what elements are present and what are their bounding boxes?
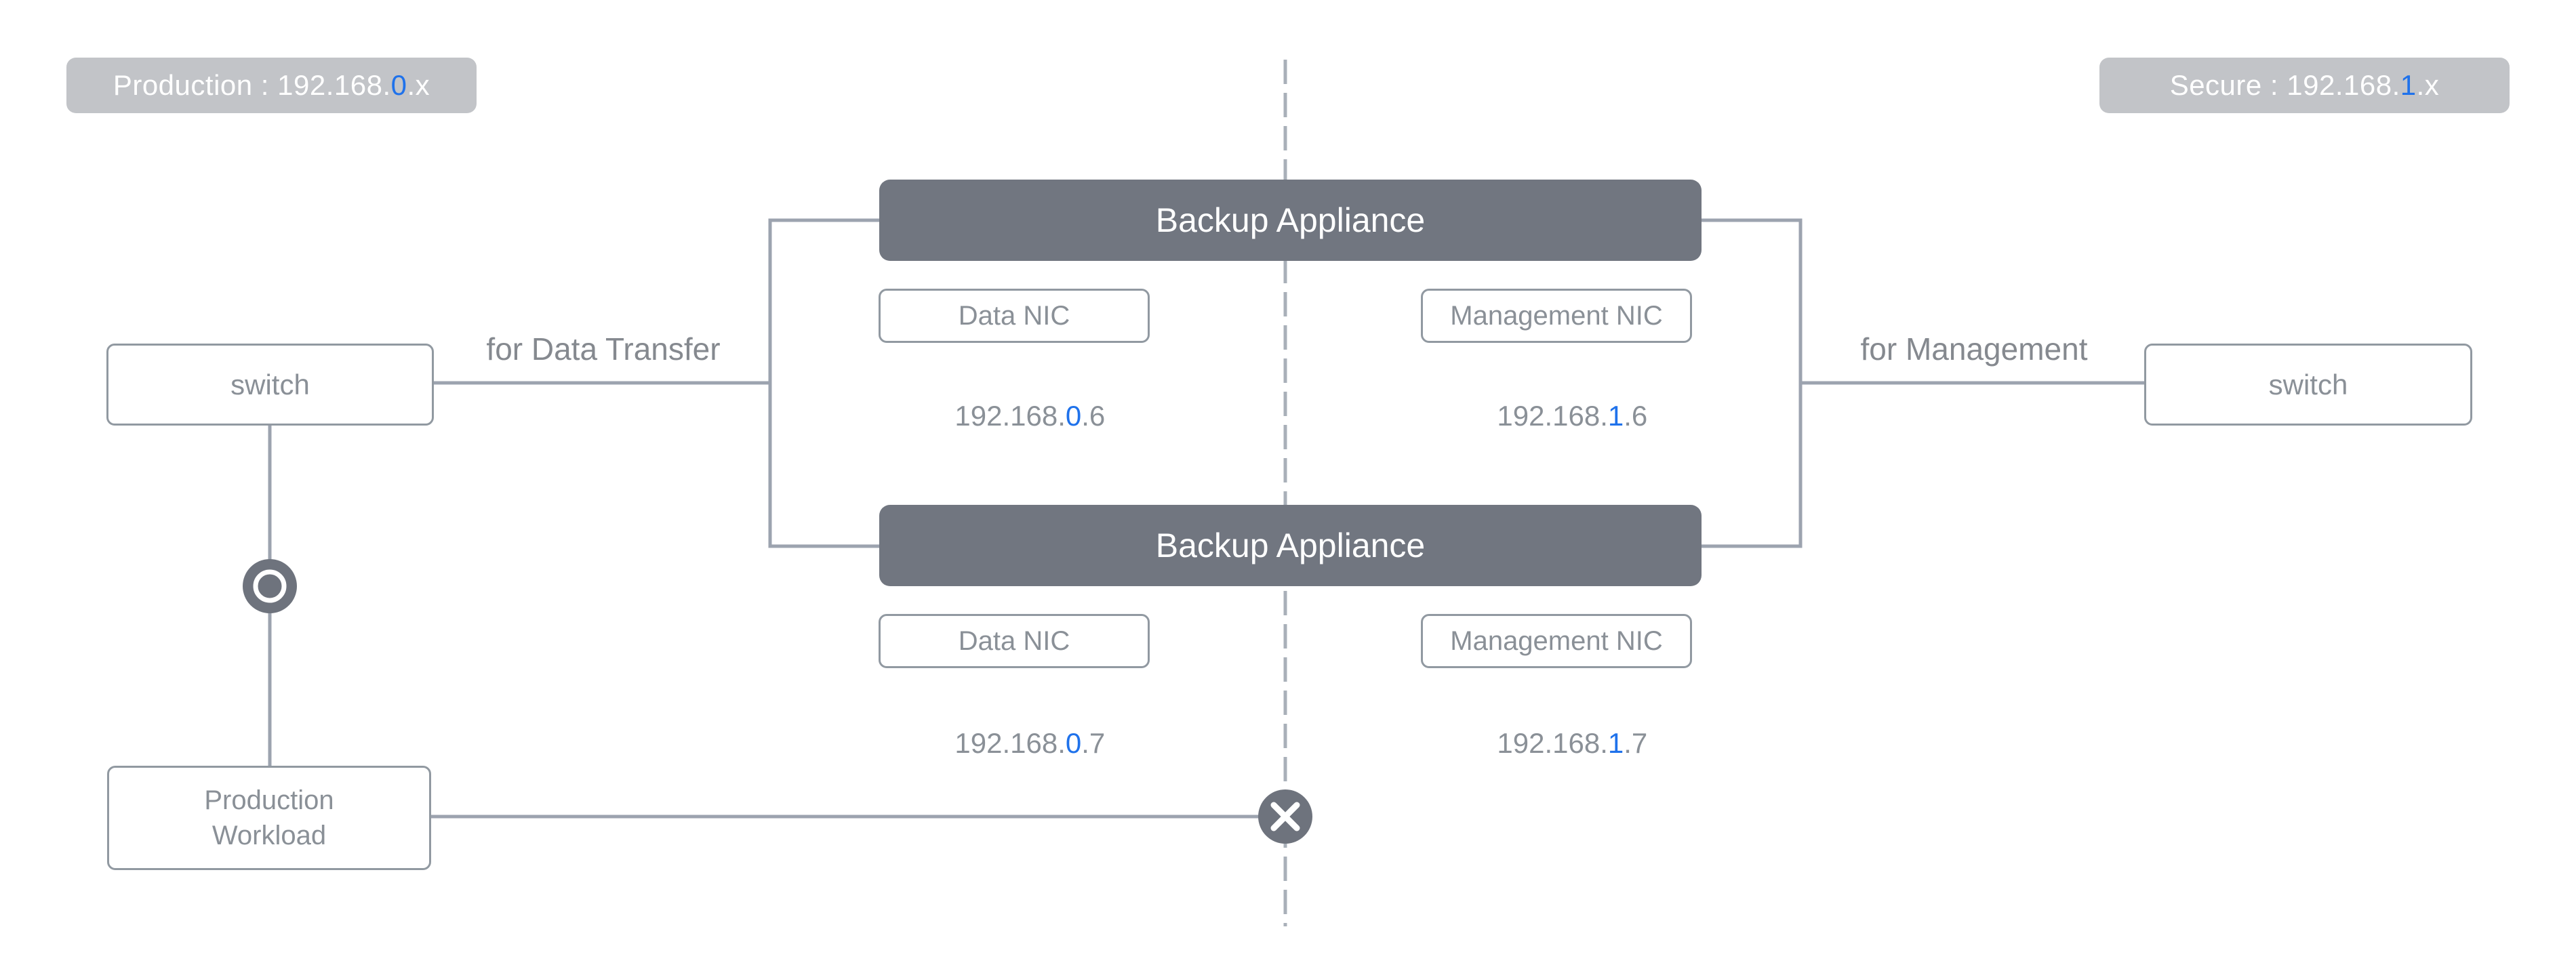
production-workload-box: Production Workload [107, 766, 431, 870]
ip-octet: 0 [1065, 727, 1082, 759]
appliance-1-data-nic-ip: 192.168.0.6 [879, 367, 1150, 465]
appliance-2-management-nic-ip: 192.168.1.7 [1421, 695, 1692, 792]
blocked-connection-x-icon [1258, 789, 1312, 844]
secure-badge-text: Secure : 192.168. [2169, 69, 2400, 101]
appliance-1-data-nic-label: Data NIC [958, 300, 1070, 331]
production-badge-suffix: .x [407, 69, 430, 101]
appliance-1-management-nic-label: Management NIC [1450, 300, 1663, 331]
backup-appliance-2-title: Backup Appliance [1155, 527, 1426, 564]
ip-prefix: 192.168. [1497, 400, 1608, 432]
appliance-2-data-nic-box: Data NIC [879, 614, 1150, 668]
production-badge-octet: 0 [390, 69, 407, 101]
ip-octet: 0 [1065, 400, 1082, 432]
production-workload-line2: Workload [212, 821, 327, 850]
ip-prefix: 192.168. [954, 400, 1066, 432]
appliance-2-management-nic-label: Management NIC [1450, 625, 1663, 656]
connection-port-icon [243, 559, 297, 613]
appliance-1-management-nic-ip: 192.168.1.6 [1421, 367, 1692, 465]
appliance-2-data-nic-label: Data NIC [958, 625, 1070, 656]
ip-suffix: .6 [1624, 400, 1648, 432]
data-switch-label: switch [230, 368, 310, 400]
appliance-1-data-nic-box: Data NIC [879, 289, 1150, 343]
management-switch-label: switch [2268, 368, 2348, 400]
backup-appliance-1: Backup Appliance [879, 180, 1702, 261]
ip-prefix: 192.168. [1497, 727, 1608, 759]
for-data-transfer-label: for Data Transfer [486, 331, 721, 367]
appliance-2-data-nic-ip: 192.168.0.7 [879, 695, 1150, 792]
management-bracket-line [1702, 218, 1803, 548]
ip-octet: 1 [1607, 400, 1624, 432]
ip-suffix: .6 [1081, 400, 1106, 432]
data-bracket-line [768, 218, 879, 548]
ip-suffix: .7 [1081, 727, 1106, 759]
secure-badge-suffix: .x [2416, 69, 2440, 101]
for-management-label: for Management [1860, 331, 2088, 367]
ip-octet: 1 [1607, 727, 1624, 759]
management-switch-box: switch [2144, 344, 2472, 426]
ip-prefix: 192.168. [954, 727, 1066, 759]
secure-network-badge: Secure : 192.168.1.x [2099, 58, 2510, 113]
production-workload-line1: Production [204, 785, 334, 815]
appliance-1-management-nic-box: Management NIC [1421, 289, 1692, 343]
production-badge-text: Production : 192.168. [113, 69, 391, 101]
ip-suffix: .7 [1624, 727, 1648, 759]
production-network-badge: Production : 192.168.0.x [66, 58, 477, 113]
backup-appliance-1-title: Backup Appliance [1155, 201, 1426, 239]
backup-appliance-2: Backup Appliance [879, 505, 1702, 586]
data-switch-box: switch [106, 344, 434, 426]
secure-badge-octet: 1 [2400, 69, 2417, 101]
appliance-2-management-nic-box: Management NIC [1421, 614, 1692, 668]
